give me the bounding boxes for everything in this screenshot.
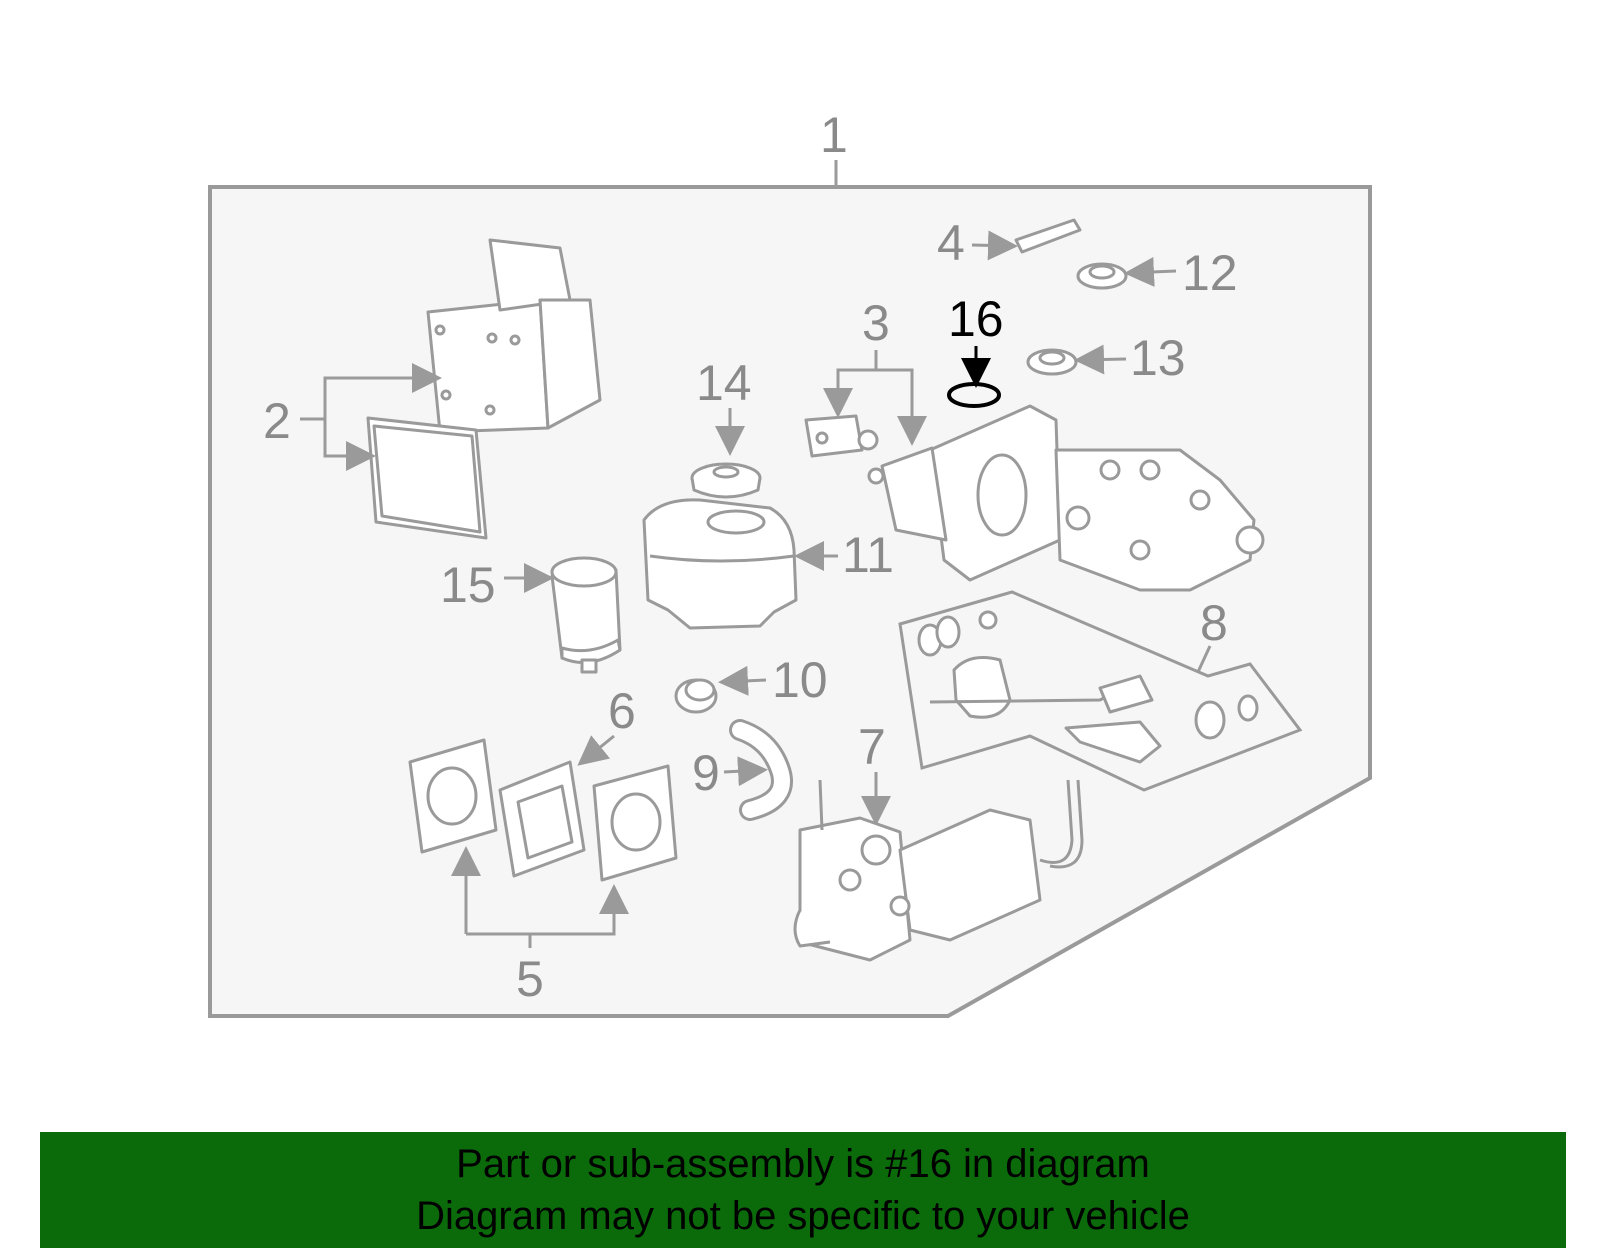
fitting-part[interactable] xyxy=(804,414,879,458)
grommet-13-part[interactable] xyxy=(1026,348,1078,376)
clamp-part[interactable] xyxy=(674,678,718,714)
callout-16[interactable]: 16 xyxy=(948,291,1004,347)
callout-5[interactable]: 5 xyxy=(516,951,544,1007)
filter-part[interactable] xyxy=(550,556,622,674)
callout-4[interactable]: 4 xyxy=(937,215,965,271)
plate-left-part[interactable] xyxy=(408,738,498,854)
callout-1[interactable]: 1 xyxy=(820,107,848,163)
callout-10[interactable]: 10 xyxy=(772,652,828,708)
banner-line-1: Part or sub-assembly is #16 in diagram xyxy=(456,1142,1150,1186)
gasket-plate-part[interactable] xyxy=(366,416,488,540)
master-cylinder-part[interactable] xyxy=(867,404,1265,592)
callout-3[interactable]: 3 xyxy=(862,295,890,351)
grommet-12-part[interactable] xyxy=(1076,262,1128,290)
callout-8[interactable]: 8 xyxy=(1200,595,1228,651)
info-banner: Part or sub-assembly is #16 in diagram D… xyxy=(40,1132,1566,1248)
callout-11[interactable]: 11 xyxy=(842,527,894,583)
callout-13[interactable]: 13 xyxy=(1130,330,1186,386)
callout-9[interactable]: 9 xyxy=(692,745,720,801)
callout-2[interactable]: 2 xyxy=(263,393,291,449)
callout-12[interactable]: 12 xyxy=(1182,245,1238,301)
callout-15[interactable]: 15 xyxy=(440,557,496,613)
reservoir-cap-part[interactable] xyxy=(690,462,762,499)
reservoir-part[interactable] xyxy=(642,498,798,630)
control-module-part[interactable] xyxy=(426,238,602,434)
callout-6[interactable]: 6 xyxy=(608,683,636,739)
pump-motor-part[interactable] xyxy=(793,779,1084,962)
pin-part[interactable] xyxy=(1014,218,1082,254)
kit-8-parts[interactable] xyxy=(917,610,1259,764)
plate-right-part[interactable] xyxy=(592,764,678,882)
o-ring-16-part[interactable] xyxy=(947,382,1001,408)
callout-14[interactable]: 14 xyxy=(696,355,752,411)
banner-line-2: Diagram may not be specific to your vehi… xyxy=(416,1194,1190,1238)
callout-7[interactable]: 7 xyxy=(858,719,886,775)
gasket-6-part[interactable] xyxy=(498,760,586,878)
parts-diagram: 1 2 3 4 12 13 16 xyxy=(208,107,1372,1018)
